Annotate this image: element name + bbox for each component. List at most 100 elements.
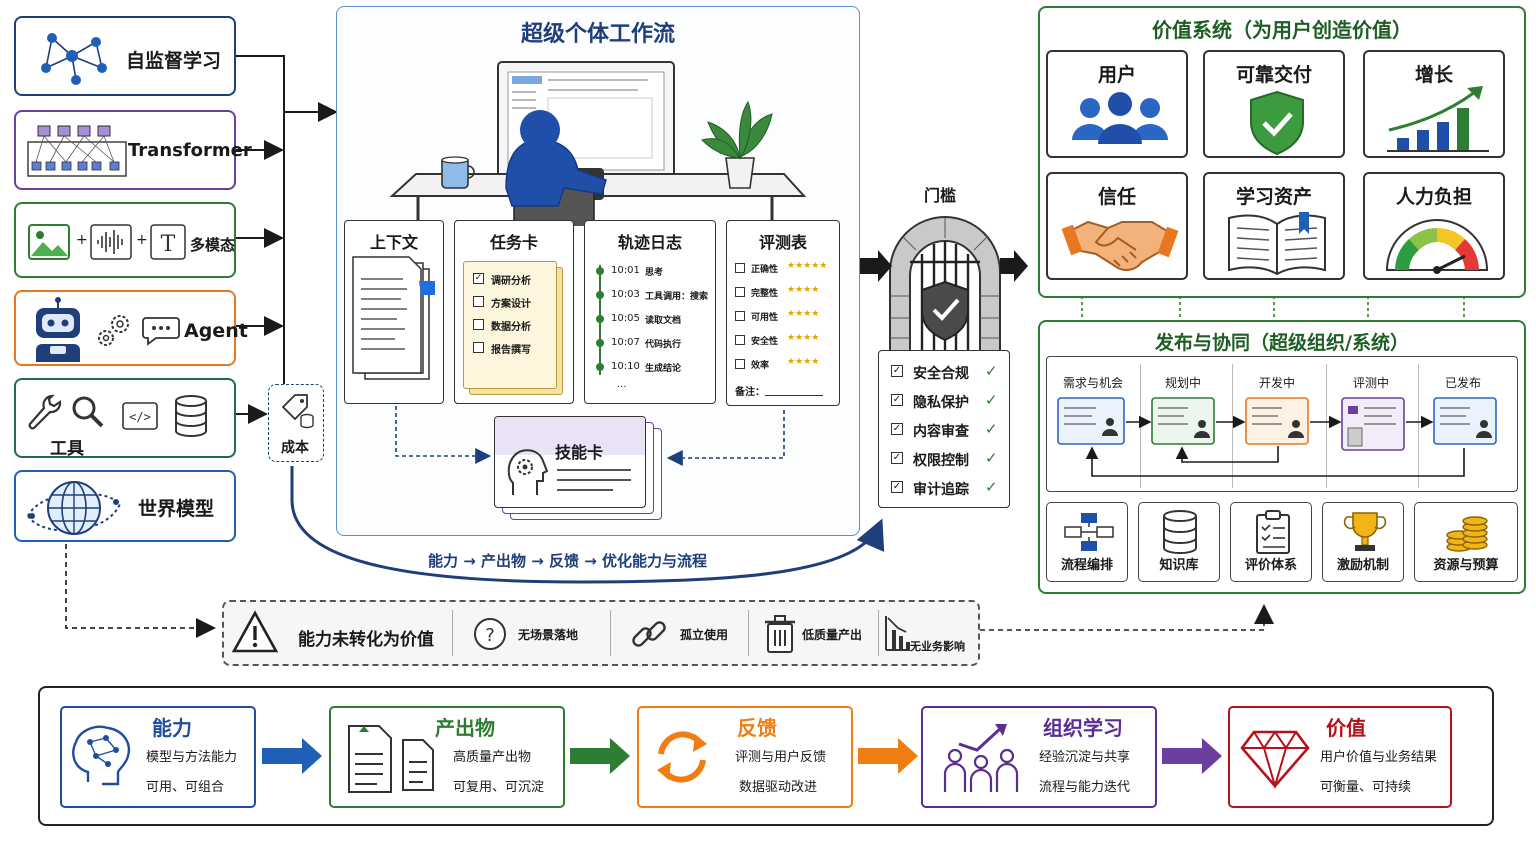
flow-org-learning-line1: 经验沉淀与共享 xyxy=(1039,750,1131,765)
svg-text:</>: </> xyxy=(129,410,151,424)
star-rating: ★★★★ xyxy=(787,357,820,367)
input-transformer: Transformer xyxy=(14,110,252,190)
kanban-cards xyxy=(1057,397,1497,477)
trace-time: 10:10 xyxy=(611,361,640,372)
timeline-dot xyxy=(596,315,604,323)
open-book-icon xyxy=(1228,212,1326,276)
brain-icon xyxy=(72,725,131,786)
checkbox-icon[interactable] xyxy=(735,287,745,297)
checkbox-icon[interactable] xyxy=(735,311,745,321)
star-rating: ★★★★ xyxy=(787,285,820,295)
flow-arrow-1 xyxy=(262,738,322,774)
checkbox-icon[interactable] xyxy=(735,263,745,273)
eval-label: 效率 xyxy=(751,361,770,371)
refresh-cycle-icon xyxy=(657,731,707,783)
gears-icon xyxy=(98,315,129,346)
skill-card: 技能卡 xyxy=(494,416,646,508)
flow-capability-line1: 模型与方法能力 xyxy=(146,750,238,765)
timeline-dot xyxy=(596,267,604,275)
value-release-links xyxy=(1081,296,1465,320)
task-item-label: 报告撰写 xyxy=(491,345,531,356)
eval-label: 正确性 xyxy=(751,265,779,275)
world-model-label: 世界模型 xyxy=(138,498,215,520)
trace-time: 10:05 xyxy=(611,313,640,324)
documents-icon xyxy=(348,725,434,793)
star-rating: ★★★★ xyxy=(787,333,820,343)
price-tag-icon xyxy=(281,394,314,429)
cost-box: 成本 xyxy=(268,384,324,462)
head-gear-icon xyxy=(507,449,549,495)
risk-main-label: 能力未转化为价值 xyxy=(298,630,434,650)
checked-box-icon[interactable]: ✓ xyxy=(473,273,484,284)
diamond-icon xyxy=(1240,730,1310,790)
handshake-icon xyxy=(1061,220,1179,271)
eval-table-title: 评测表 xyxy=(758,233,807,252)
flow-artifact-line1: 高质量产出物 xyxy=(453,750,532,765)
multimodal-label: 多模态 xyxy=(190,236,236,254)
value-card-trust: 信任 xyxy=(1046,172,1188,280)
input-connectors xyxy=(65,55,338,638)
desk-scene xyxy=(389,61,807,226)
image-icon xyxy=(28,224,70,260)
stage-demand: 需求与机会 xyxy=(1062,376,1123,390)
stage-planning: 规划中 xyxy=(1164,376,1201,390)
wrench-icon xyxy=(28,394,62,430)
stage-evaluating: 评测中 xyxy=(1352,376,1389,390)
flow-arrow-4 xyxy=(1162,738,1222,774)
checkbox-icon[interactable] xyxy=(735,335,745,345)
value-card-users: 用户 xyxy=(1046,50,1188,158)
gate-title: 门槛 xyxy=(924,186,957,205)
checked-box-icon[interactable]: ✓ xyxy=(891,423,903,435)
check-mark-icon: ✓ xyxy=(985,420,998,438)
gate-check-label: 审计追踪 xyxy=(913,482,969,498)
trace-more: ... xyxy=(617,379,627,390)
database-icon xyxy=(1163,510,1197,554)
context-card: 上下文 xyxy=(344,220,444,404)
checked-box-icon[interactable]: ✓ xyxy=(891,394,903,406)
flow-feedback-line2: 数据驱动改进 xyxy=(739,780,818,795)
plus-symbol: + xyxy=(76,232,88,248)
flow-feedback-title: 反馈 xyxy=(737,716,777,740)
risk-bar xyxy=(222,600,980,666)
team-growth-icon xyxy=(943,724,1019,792)
checked-box-icon[interactable]: ✓ xyxy=(891,365,903,377)
flow-capability: 能力 模型与方法能力 可用、可组合 xyxy=(60,706,256,808)
flow-value-title: 价值 xyxy=(1326,716,1366,740)
flow-capability-line2: 可用、可组合 xyxy=(146,780,225,795)
checkbox-icon[interactable] xyxy=(473,342,484,353)
flow-capability-title: 能力 xyxy=(152,716,192,740)
magnifier-icon xyxy=(72,396,104,428)
text-t-icon: T xyxy=(150,224,186,260)
checkbox-icon[interactable] xyxy=(473,319,484,330)
checked-box-icon[interactable]: ✓ xyxy=(891,481,903,493)
audio-wave-icon xyxy=(90,224,132,260)
star-rating: ★★★★★ xyxy=(787,261,828,271)
task-item-label: 调研分析 xyxy=(491,276,531,287)
warning-icon xyxy=(231,610,279,653)
gate-checklist: ✓安全合规✓✓隐私保护✓✓内容审查✓✓权限控制✓✓审计追踪✓ xyxy=(878,350,1010,508)
risk-low-quality: 低质量产出 xyxy=(802,628,863,642)
risk-no-scenario: 无场景落地 xyxy=(518,628,579,642)
trace-time: 10:07 xyxy=(611,337,640,348)
context-title: 上下文 xyxy=(369,233,418,252)
check-mark-icon: ✓ xyxy=(985,449,998,467)
checkbox-icon[interactable] xyxy=(473,296,484,307)
svg-text:?: ? xyxy=(485,625,495,646)
input-world-model: 世界模型 xyxy=(14,470,236,542)
trace-time: 10:01 xyxy=(611,265,640,276)
stage-released: 已发布 xyxy=(1444,376,1481,390)
flow-feedback: 反馈 评测与用户反馈 数据驱动改进 xyxy=(637,706,853,808)
checked-box-icon[interactable]: ✓ xyxy=(891,452,903,464)
workflow-connectors xyxy=(290,406,885,584)
timeline-dot xyxy=(596,363,604,371)
code-icon: </> xyxy=(122,402,158,430)
release-title: 发布与协同（超级组织/系统） xyxy=(1155,332,1409,354)
trace-text: 生成结论 xyxy=(645,364,682,374)
clipboard-icon xyxy=(1256,510,1290,554)
flow-value: 价值 用户价值与业务结果 可衡量、可持续 xyxy=(1228,706,1452,808)
value-card-human-burden: 人力负担 xyxy=(1363,172,1505,280)
gate-check-label: 隐私保护 xyxy=(913,395,969,411)
flow-org-learning-line2: 流程与能力迭代 xyxy=(1039,780,1131,795)
checkbox-icon[interactable] xyxy=(735,359,745,369)
eval-note-line xyxy=(765,395,823,396)
